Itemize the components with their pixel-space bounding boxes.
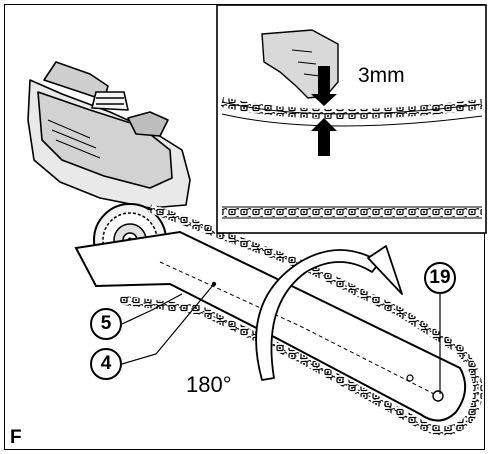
saw-chain xyxy=(119,203,483,436)
callout-bar-nut: 5 xyxy=(90,308,122,340)
figure-letter: F xyxy=(10,427,22,448)
leader-lines xyxy=(121,281,441,394)
inset-panel xyxy=(216,4,487,234)
rotation-angle-label: 180° xyxy=(186,372,232,397)
callout-guide-bar: 4 xyxy=(90,348,122,380)
rotation-arrow xyxy=(255,245,403,381)
saw-body xyxy=(27,61,191,209)
tension-label: 3mm xyxy=(358,64,405,87)
down-arrow-icon xyxy=(311,66,337,106)
up-arrow-icon xyxy=(311,118,337,156)
callout-bar-tip: 19 xyxy=(424,262,456,294)
